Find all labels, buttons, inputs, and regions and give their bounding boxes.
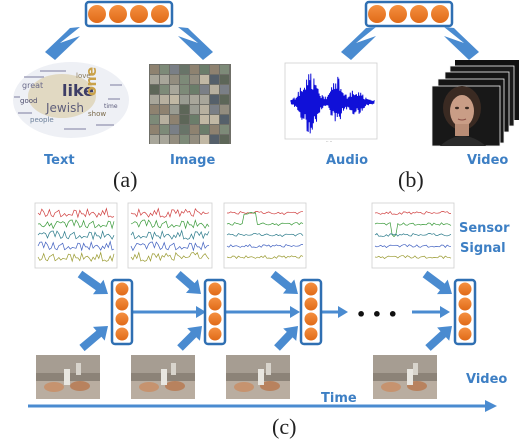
- video-frame-stack: [431, 60, 519, 147]
- arrow-sensor-to-node-4: [422, 270, 452, 295]
- sensor-plot-4: [371, 202, 455, 269]
- node-column-1: [110, 278, 134, 346]
- label-text: Text: [44, 153, 75, 168]
- time-axis: [28, 400, 497, 412]
- svg-text:good: good: [20, 97, 37, 105]
- svg-text:one: one: [84, 67, 100, 96]
- node-column-4: [453, 278, 477, 346]
- arrow-video-to-node-2: [177, 326, 202, 351]
- sensor-plot-2: [127, 202, 213, 269]
- panel-b: ·· ·· Audio Video (b): [284, 0, 519, 192]
- caption-c: (c): [272, 414, 296, 439]
- arrow-sensor-to-node-1: [77, 270, 108, 295]
- arrow-audio-to-vector: [341, 27, 376, 60]
- video-frame-3: [226, 355, 290, 399]
- video-frame-4: [373, 355, 437, 399]
- temporal-chain: [132, 306, 450, 318]
- svg-text:show: show: [88, 110, 106, 118]
- image-grid: [149, 64, 231, 144]
- fused-vector-a: [84, 0, 174, 28]
- svg-text:love: love: [76, 72, 91, 80]
- video-frame-2: [131, 355, 195, 399]
- arrow-video-to-node-3: [274, 326, 298, 351]
- node-column-2: [203, 278, 227, 346]
- label-video-b: Video: [467, 153, 508, 168]
- arrow-video-to-vector: [444, 27, 479, 60]
- arrow-sensor-to-node-2: [175, 271, 201, 294]
- video-frame-1: [36, 355, 100, 399]
- svg-text:people: people: [30, 116, 54, 124]
- label-video-c: Video: [466, 372, 507, 387]
- arrow-image-to-vector: [178, 27, 213, 60]
- sensor-plot-1: [34, 202, 118, 269]
- panel-a: like Jewish one great people show good l…: [13, 0, 231, 192]
- wordcloud-image: like Jewish one great people show good l…: [13, 62, 129, 138]
- label-audio: Audio: [326, 153, 368, 168]
- panel-c: • • • Sensor Signal Video Time (c): [28, 202, 510, 439]
- node-column-3: [299, 278, 323, 346]
- label-sensor-line1: Sensor: [459, 221, 510, 236]
- label-sensor-line2: Signal: [460, 241, 506, 256]
- label-time: Time: [321, 391, 357, 406]
- arrow-video-to-node-1: [79, 326, 108, 352]
- arrow-sensor-to-node-3: [270, 270, 298, 294]
- audio-waveform-plot: ·· ··: [284, 62, 378, 144]
- arrow-video-to-node-4: [425, 326, 452, 351]
- caption-b: (b): [398, 167, 424, 192]
- svg-text:like: like: [62, 81, 94, 100]
- svg-text:·· ··: ·· ··: [326, 139, 332, 144]
- face-portrait: [440, 86, 486, 146]
- caption-a: (a): [113, 167, 137, 192]
- arrow-text-to-vector: [45, 27, 80, 60]
- ellipsis: • • •: [356, 305, 398, 324]
- sensor-plot-3: [223, 202, 307, 269]
- fused-vector-b: [364, 0, 454, 28]
- svg-text:time: time: [104, 103, 118, 110]
- svg-text:Jewish: Jewish: [45, 101, 84, 115]
- svg-text:great: great: [22, 81, 43, 90]
- label-image: Image: [170, 153, 215, 168]
